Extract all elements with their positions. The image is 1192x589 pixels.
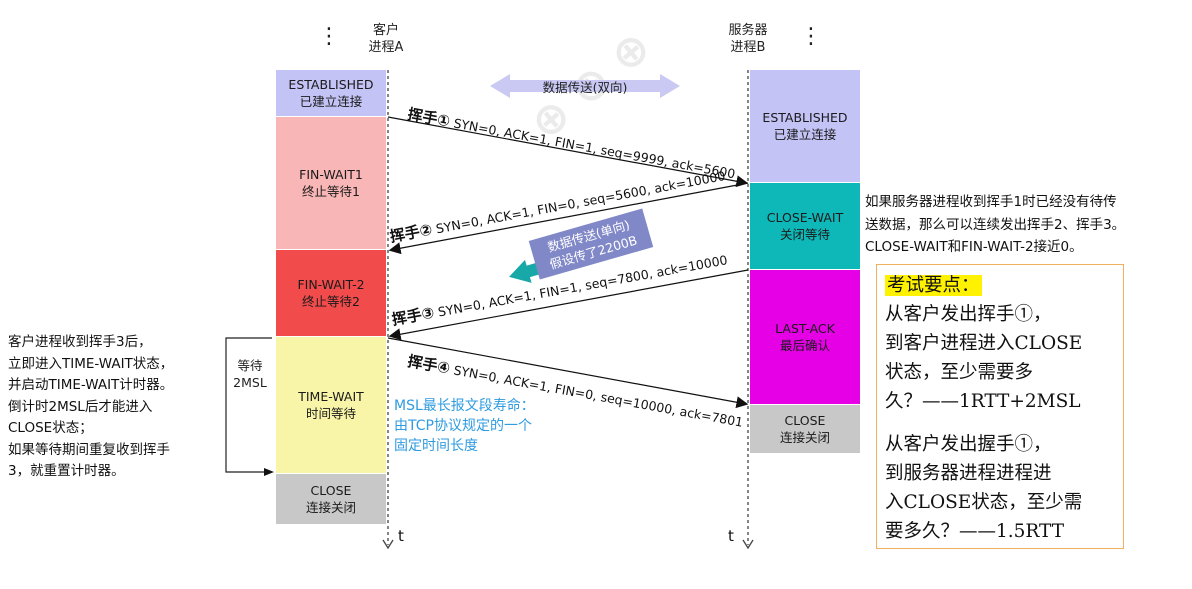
server-dots: ⋮ (800, 24, 822, 49)
client-header-line2: 进程A (368, 40, 404, 55)
right-note: 如果服务器进程收到挥手1时已经没有待传 送数据，那么可以连续发出挥手2、挥手3。… (865, 191, 1125, 259)
exam-line: 状态，至少需要多 (885, 362, 1034, 383)
state-zh: 已建立连接 (299, 94, 363, 109)
state-zh: 最后确认 (779, 338, 830, 353)
state-en: TIME-WAIT (298, 389, 364, 404)
exam-title: 考试要点： (885, 275, 982, 296)
client-state-fin-wait2: FIN-WAIT-2 终止等待2 (276, 250, 386, 336)
left-note-line: 客户进程收到挥手3后， (8, 334, 152, 350)
state-zh: 已建立连接 (773, 127, 837, 142)
exam-question-1: 从客户发出挥手①， 到客户进程进入CLOSE 状态，至少需要多 久？——1RTT… (877, 300, 1123, 416)
client-time-label: t (398, 527, 404, 545)
arrow-ack2 (388, 182, 749, 255)
right-note-line: CLOSE-WAIT和FIN-WAIT-2接近0。 (865, 239, 1083, 255)
state-zh: 终止等待2 (302, 294, 360, 309)
server-state-established: ESTABLISHED 已建立连接 (750, 70, 860, 182)
state-en: ESTABLISHED (762, 110, 848, 125)
left-note: 客户进程收到挥手3后， 立即进入TIME-WAIT状态， 并启动TIME-WAI… (8, 332, 173, 483)
client-state-established: ESTABLISHED 已建立连接 (276, 70, 386, 116)
exam-question-2: 从客户发出握手①， 到服务器进程进程进 入CLOSE状态，至少需 要多久？——1… (877, 430, 1123, 546)
state-en: LAST-ACK (775, 321, 835, 336)
wait-2msl-label: 等待 2MSL (228, 357, 272, 391)
exam-line: 久？——1RTT+2MSL (885, 391, 1081, 412)
transfer-bidirectional: 数据传送(双向) (542, 79, 628, 95)
state-en: ESTABLISHED (288, 77, 374, 92)
exam-line: 要多久？——1.5RTT (885, 521, 1065, 542)
server-time-label: t (728, 527, 734, 545)
client-state-close: CLOSE 连接关闭 (276, 474, 386, 524)
client-dots: ⋮ (318, 24, 340, 49)
msl-note-line: MSL最长报文段寿命： (394, 398, 535, 414)
state-zh: 终止等待1 (302, 184, 360, 199)
server-header-line2: 进程B (730, 40, 766, 55)
state-zh: 连接关闭 (779, 430, 830, 445)
arrow-ack4 (387, 337, 749, 409)
exam-line: 入CLOSE状态，至少需 (885, 492, 1083, 513)
left-note-line: 立即进入TIME-WAIT状态， (8, 355, 174, 372)
client-state-time-wait: TIME-WAIT 时间等待 (276, 337, 386, 473)
state-en: CLOSE (310, 483, 352, 498)
state-zh: 时间等待 (305, 406, 356, 421)
left-note-line: 倒计时2MSL后才能进入 (8, 398, 153, 415)
server-header: 服务器 进程B (718, 22, 778, 56)
state-en: FIN-WAIT1 (299, 167, 363, 182)
msl-note-line: 固定时间长度 (394, 438, 478, 454)
client-header: 客户 进程A (356, 22, 416, 56)
wait-line1: 等待 (237, 358, 263, 373)
state-en: FIN-WAIT-2 (297, 277, 365, 292)
wait-line2: 2MSL (233, 375, 267, 390)
right-note-line: 如果服务器进程收到挥手1时已经没有待传 (865, 194, 1117, 210)
left-note-line: 3，就重置计时器。 (8, 463, 125, 479)
msl-note-line: 由TCP协议规定的一个 (394, 418, 532, 434)
exam-line: 到服务器进程进程进 (885, 463, 1052, 484)
server-header-line1: 服务器 (728, 23, 768, 38)
arrow-fin1 (387, 116, 749, 188)
arrow-fin3 (388, 269, 749, 341)
exam-line: 到客户进程进入CLOSE (885, 333, 1083, 354)
state-zh: 连接关闭 (305, 500, 356, 515)
client-state-fin-wait1: FIN-WAIT1 终止等待1 (276, 117, 386, 249)
wait-bracket (225, 337, 272, 473)
client-header-line1: 客户 (372, 23, 399, 38)
exam-line: 从客户发出挥手①， (885, 304, 1052, 325)
state-zh: 关闭等待 (779, 227, 830, 242)
left-note-line: 并启动TIME-WAIT计时器。 (8, 377, 174, 393)
state-en: CLOSE (784, 413, 826, 428)
exam-line: 从客户发出握手①， (885, 434, 1052, 455)
server-state-last-ack: LAST-ACK 最后确认 (750, 270, 860, 404)
msl-note: MSL最长报文段寿命： 由TCP协议规定的一个 固定时间长度 (394, 396, 535, 456)
left-note-line: CLOSE状态； (8, 420, 93, 436)
server-state-close: CLOSE 连接关闭 (750, 405, 860, 453)
bidirectional-arrow (490, 74, 680, 98)
right-note-line: 送数据，那么可以连续发出挥手2、挥手3。 (865, 216, 1126, 233)
left-note-line: 如果等待期间重复收到挥手 (8, 441, 170, 458)
exam-key-points: 考试要点： 从客户发出挥手①， 到客户进程进入CLOSE 状态，至少需要多 久？… (876, 264, 1124, 549)
server-state-close-wait: CLOSE-WAIT 关闭等待 (750, 183, 860, 269)
state-en: CLOSE-WAIT (766, 210, 844, 225)
